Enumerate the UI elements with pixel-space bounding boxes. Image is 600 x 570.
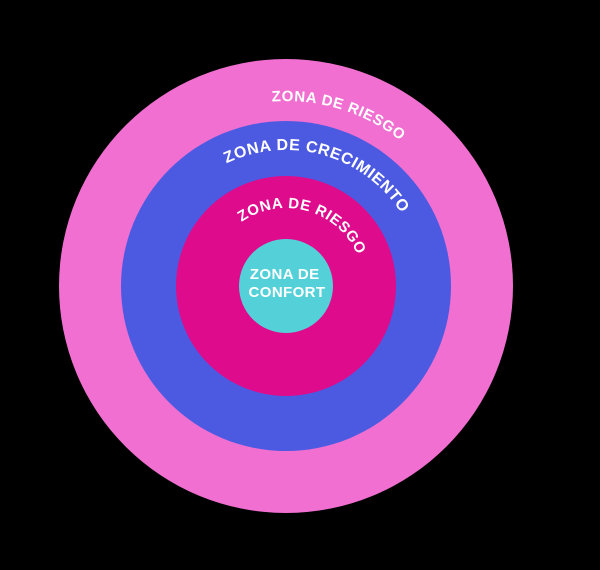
zone-label-confort-line2: CONFORT [249,284,326,301]
zone-label-confort-line1: ZONA DE [250,266,320,283]
zone-circle-confort [239,239,333,333]
zone-label-confort: ZONA DE CONFORT [249,266,326,301]
